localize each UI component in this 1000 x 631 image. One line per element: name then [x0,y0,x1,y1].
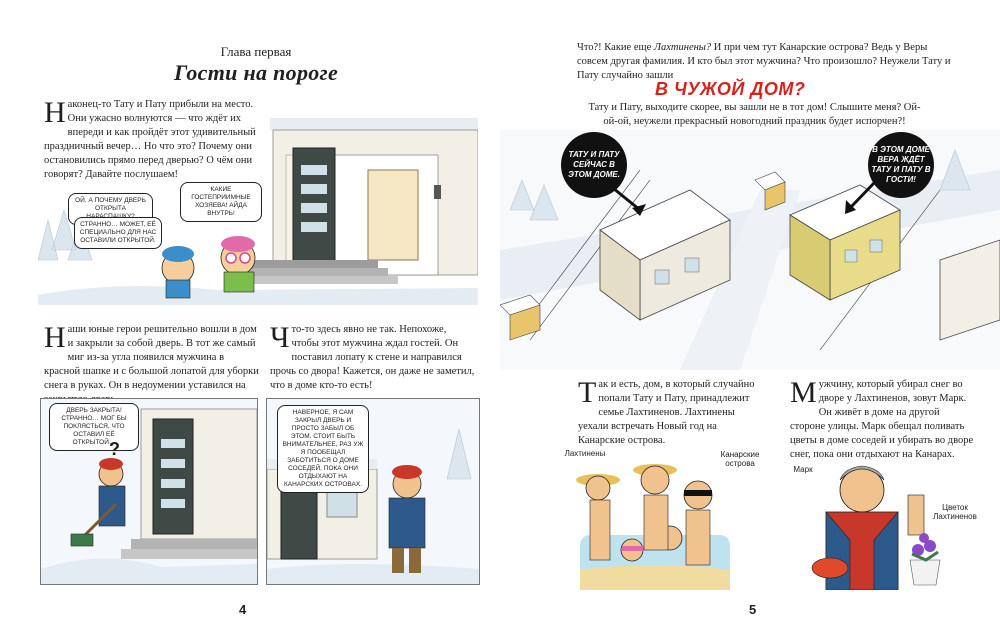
illustration-mark [790,450,970,591]
callout-vera-house: В этом доме Вера ждёт Тату и Пату в гост… [868,132,934,198]
illustration-house-entrance: Ой, а почему дверь открыта нараспашку? С… [38,110,478,305]
label-family: Лахтинены [564,449,606,458]
label-canary-islands: Канарские острова [720,450,760,468]
page-number-left: 4 [239,602,247,617]
paragraph-text: аши юные герои решительно вошли в дом и … [44,324,259,405]
label-mark: Марк [793,465,813,474]
comic-panel-walking-away: Наверное, я сам закрыл дверь и просто за… [266,398,480,585]
speech-bubble-patu: Странно… Может, её специально для нас ос… [74,217,162,249]
paragraph-text: аконец-то Тату и Пату прибыли на место. … [44,99,256,180]
chapter-label: Глава первая [220,44,292,59]
speech-bubble-mark-2: Наверное, я сам закрыл дверь и просто за… [277,405,369,493]
drop-cap: М [790,376,817,409]
intro-paragraph: Что?! Какие еще Лахтинены? И при чем тут… [577,41,957,83]
drop-cap: Ч [270,321,290,354]
headline: В ЧУЖОЙ ДОМ? [655,79,806,99]
drop-cap: Н [44,321,66,354]
page-number-right: 5 [749,602,757,617]
callout-lahtinen-house: Тату и Пату сейчас в этом доме. [561,132,627,198]
label-flower: Цветок Лахтиненов [933,503,977,521]
comic-panel-shovel: Дверь закрыта! Странно… Мог бы поклястьс… [40,398,258,585]
speech-bubble-patu-2: Какие гостеприимные хозяева! Айда внутрь… [180,182,262,222]
drop-cap: Н [44,96,66,129]
intro-text-1: Что?! Какие еще [577,42,652,53]
intro-text-2: И при чем тут Канарские острова? Ведь у … [577,42,951,81]
paragraph-text: ак и есть, дом, в который случайно попал… [578,379,755,446]
drop-cap: Т [578,376,597,409]
intro-italic: Лахтинены? [653,42,712,53]
paragraph-text: то-то здесь явно не так. Непохоже, чтобы… [270,324,475,391]
illustration-aerial-street [500,130,1000,370]
chapter-title: Гости на пороге [173,60,339,85]
illustration-lahtinen-family [560,450,750,590]
paragraph-text: ужчину, который убирал снег во дворе у Л… [790,379,974,460]
question-marks: ? [109,439,120,459]
right-page: Что?! Какие еще Лахтинены? И при чем тут… [497,0,1000,631]
subtitle: Тату и Пату, выходите скорее, вы зашли н… [588,102,921,127]
speech-bubble-mark-1: Дверь закрыта! Странно… Мог бы поклястьс… [49,403,139,451]
